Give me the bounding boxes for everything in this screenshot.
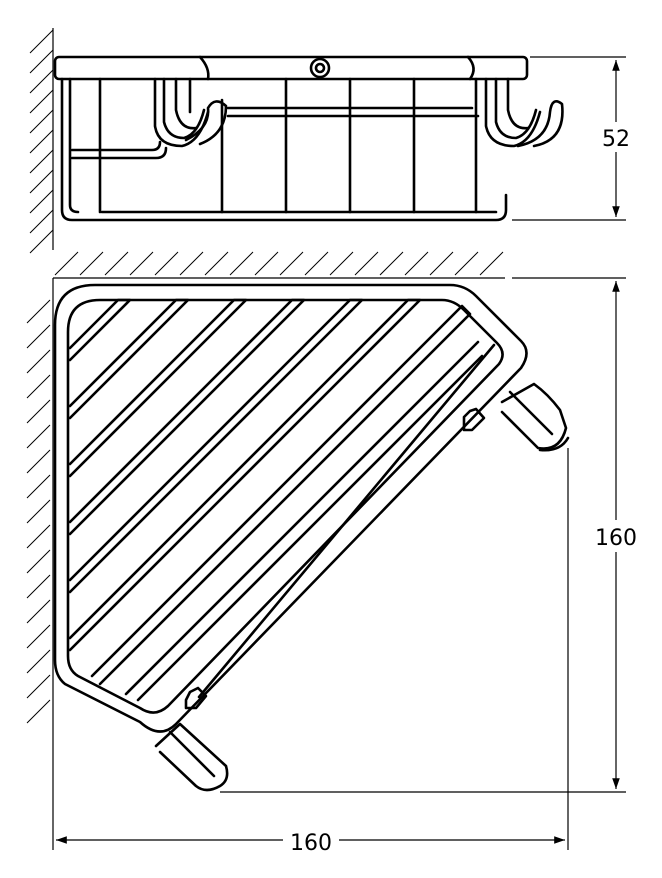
inner-bracket	[70, 140, 162, 152]
width-dimension-label: 160	[290, 831, 332, 856]
rail-joint-right	[466, 55, 475, 81]
inner-bracket	[70, 146, 168, 160]
basket-diagonal-wires	[68, 298, 484, 702]
depth-dimension: 160	[220, 277, 644, 793]
hook-right	[484, 77, 564, 148]
hook-left	[153, 77, 228, 148]
side-view: 52	[29, 28, 636, 254]
height-dimension-label: 52	[602, 127, 630, 152]
rail-joint-left	[198, 55, 210, 81]
basket-inner-left	[68, 77, 80, 214]
clip-lower	[184, 686, 208, 710]
width-dimension: 160	[52, 448, 569, 856]
front-rail	[197, 343, 496, 699]
basket-outer-frame	[53, 283, 528, 733]
height-dimension: 52	[512, 56, 636, 221]
mounting-arm-left	[154, 722, 229, 792]
depth-dimension-label: 160	[595, 526, 637, 551]
basket-outline	[60, 77, 508, 222]
top-view: 160 160	[26, 251, 644, 856]
screw-icon	[309, 57, 331, 79]
mounting-arm-right	[500, 382, 570, 452]
top-rail	[53, 55, 529, 81]
top-wall-hatch	[26, 251, 505, 726]
clip-upper	[462, 407, 486, 432]
basket-inner-frame	[66, 298, 504, 714]
side-wall-hatch	[29, 28, 54, 254]
